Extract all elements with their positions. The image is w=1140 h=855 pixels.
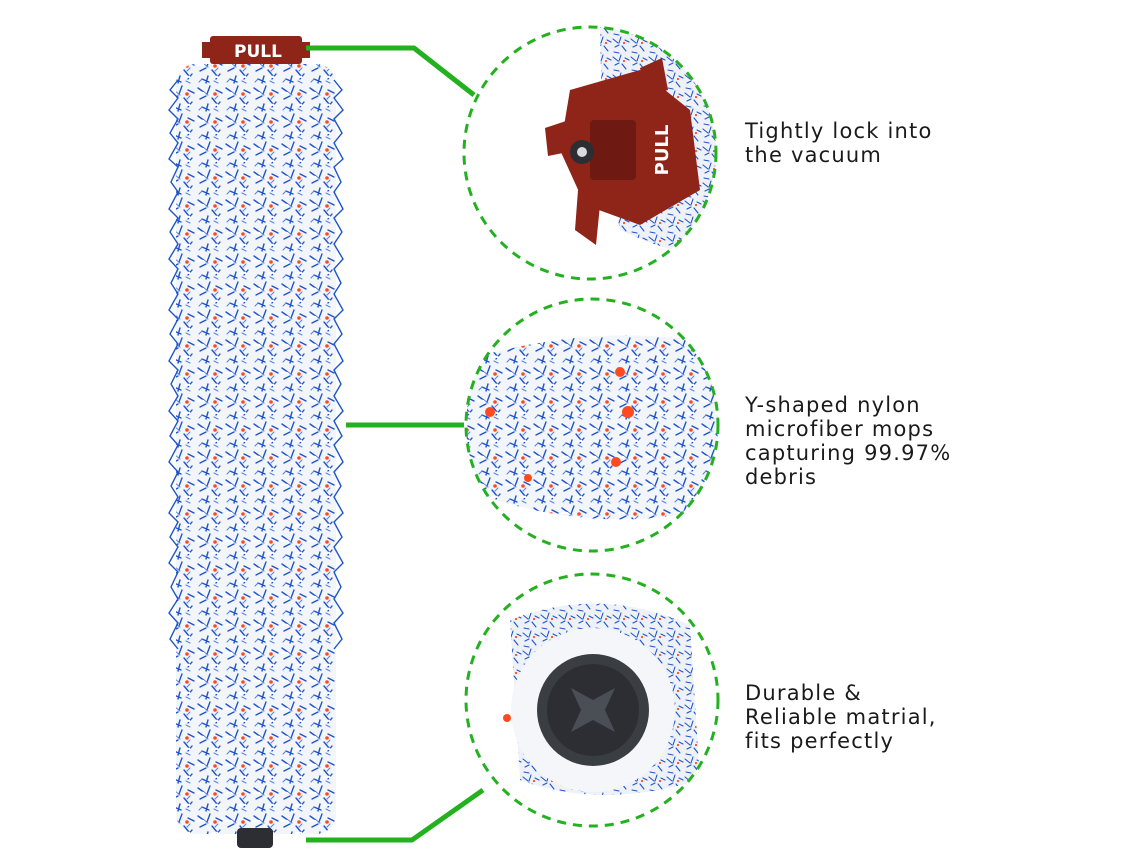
closeup-pull-label: PULL [652,125,673,176]
detail-circle-pull-cap: PULL [462,25,718,281]
closeup-roller-section [466,335,718,520]
detail-circle-core-end [464,572,720,828]
feature-label-durable: Durable & Reliable matrial, fits perfect… [745,681,937,753]
roller-core-end [237,828,273,848]
pull-cap-tab-left [202,42,212,58]
connector-line-3 [306,787,485,843]
closeup-cap-socket [590,120,636,180]
pull-cap-label: PULL [234,42,282,62]
pull-cap-tab-right [300,42,310,58]
roller-body [176,64,336,834]
connector-line-1 [306,45,476,97]
roller-left-fibers [168,79,179,650]
feature-label-lock: Tightly lock into the vacuum [745,119,933,167]
roller-right-fibers [333,79,344,650]
detail-circle-3-border [464,572,720,828]
detail-circle-bristles [464,297,720,553]
detail-circle-2-border [464,297,720,553]
connector-lines [306,45,485,843]
roller-brush: PULL [168,36,344,848]
closeup-core-cross [571,688,615,732]
feature-label-microfiber: Y-shaped nylon microfiber mops capturing… [745,393,952,489]
pull-cap [210,36,302,64]
detail-circle-1-border [462,25,718,281]
